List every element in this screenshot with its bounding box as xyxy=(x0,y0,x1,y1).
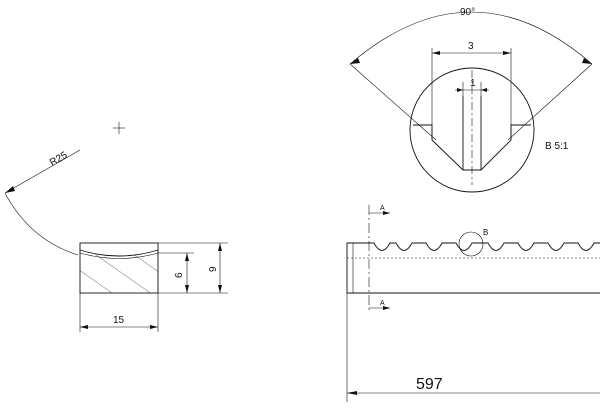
width-dimension: 15 xyxy=(79,293,159,332)
section-concave-top xyxy=(80,243,158,256)
slot-width-label: 1 xyxy=(470,78,476,89)
depth-label: 6 xyxy=(174,272,185,278)
height-label: 9 xyxy=(208,266,219,272)
height-dimension: 9 xyxy=(158,242,228,294)
section-outline xyxy=(79,242,159,294)
rack-profile xyxy=(346,242,600,293)
left-view: R25 15 9 6 xyxy=(4,122,228,332)
angle-arc xyxy=(349,11,593,65)
section-top-label: A xyxy=(380,205,385,212)
width-label: 15 xyxy=(113,315,125,326)
slot-width-dimension: 1 xyxy=(455,78,489,96)
top-width-dimension: 3 xyxy=(431,41,512,125)
detail-circle xyxy=(409,67,535,193)
detail-view: 90° 3 1 B 5:1 xyxy=(349,7,593,193)
length-dimension: 597 xyxy=(346,293,600,402)
length-label: 597 xyxy=(416,376,443,393)
center-mark xyxy=(113,122,125,134)
depth-dimension: 6 xyxy=(158,252,194,293)
angle-label: 90° xyxy=(460,7,475,18)
detail-label: B 5:1 xyxy=(545,141,569,152)
detail-marker-label: B xyxy=(483,228,488,237)
section-hatch xyxy=(80,253,158,293)
radius-label: R25 xyxy=(48,150,70,169)
detail-tooth-profile xyxy=(413,124,531,171)
radius-arc xyxy=(4,192,79,256)
radius-leader xyxy=(4,149,81,194)
section-line: A A xyxy=(368,205,390,313)
section-bottom-label: A xyxy=(380,300,385,307)
detail-marker-circle xyxy=(458,231,484,257)
top-width-label: 3 xyxy=(468,41,474,52)
rack-view: B A A 597 xyxy=(346,205,600,402)
